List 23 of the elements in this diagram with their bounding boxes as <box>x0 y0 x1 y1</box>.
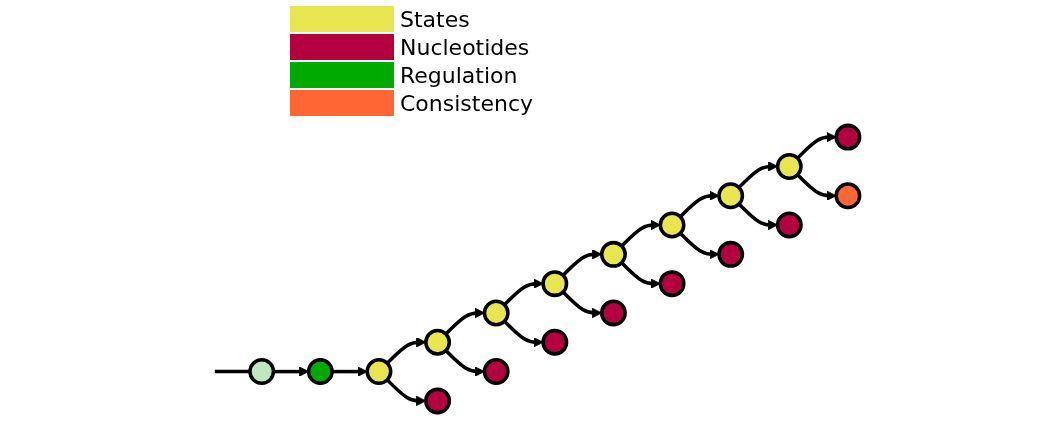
circle-node <box>424 387 452 415</box>
circle-node <box>658 270 686 298</box>
circle-node <box>658 211 686 239</box>
circle-node <box>482 358 510 386</box>
circle-node <box>365 358 393 386</box>
legend-label: Nucleotides <box>400 34 530 60</box>
circle-node <box>248 358 276 386</box>
circle-node <box>541 328 569 356</box>
legend-label: Regulation <box>400 62 518 88</box>
circle-node <box>775 152 803 180</box>
circle-node <box>717 240 745 268</box>
circle-node <box>599 299 627 327</box>
circle-node <box>424 328 452 356</box>
legend-label: Consistency <box>400 90 534 116</box>
circle-node <box>599 240 627 268</box>
circle-node <box>834 123 862 151</box>
circle-node <box>541 270 569 298</box>
circle-node <box>717 182 745 210</box>
circle-node <box>306 358 334 386</box>
circle-node <box>775 211 803 239</box>
circle-node <box>482 299 510 327</box>
circle-node <box>834 182 862 210</box>
legend-label: States <box>400 6 470 32</box>
